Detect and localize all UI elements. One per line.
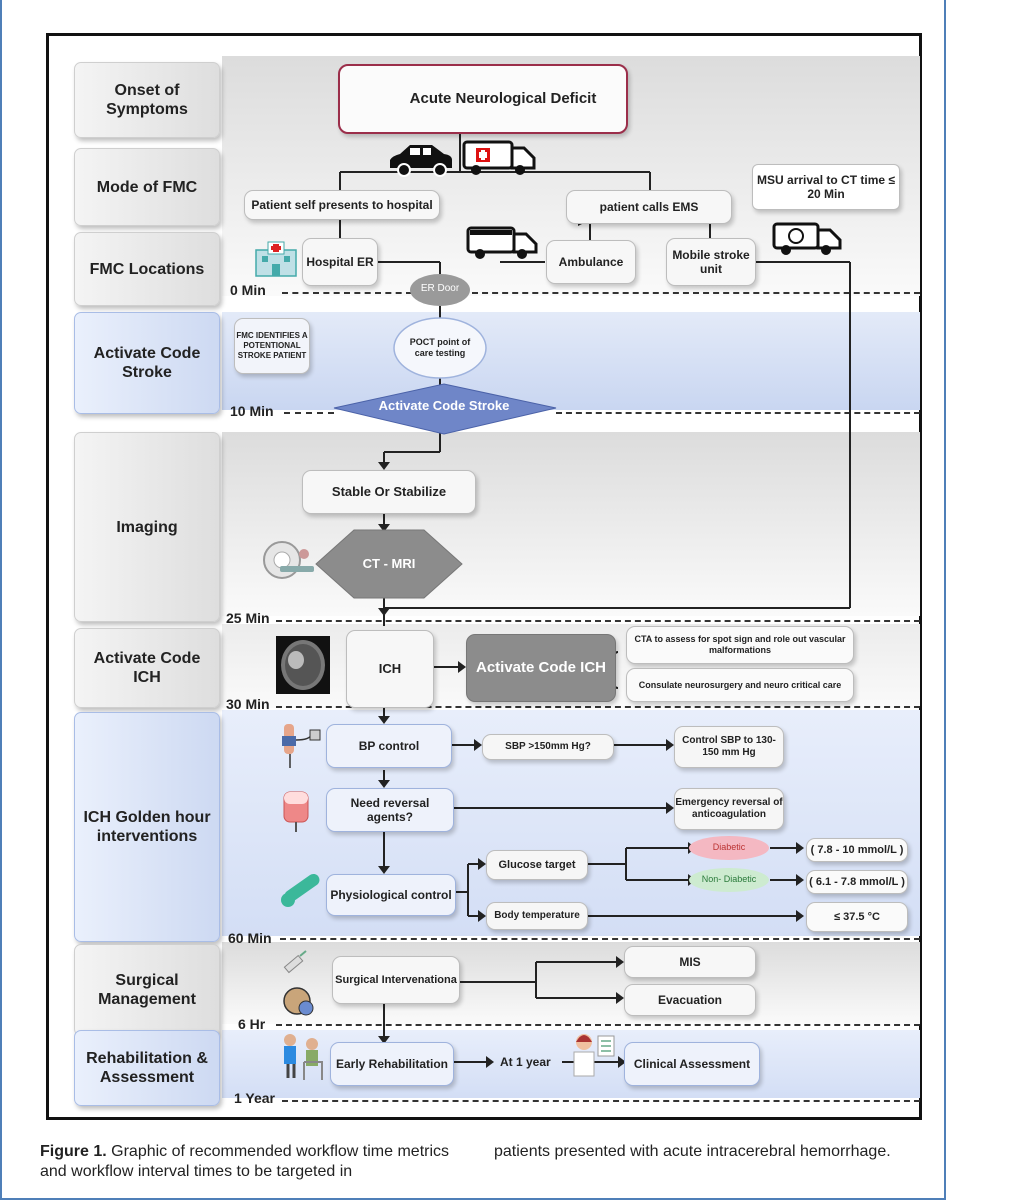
ich-node: ICH (346, 630, 434, 708)
emergency-reversal: Emergency reversal of anticoagulation (674, 788, 784, 830)
ambulance-icon-2 (466, 226, 538, 259)
consult-neurosurgery: Consulate neurosurgery and neuro critica… (626, 668, 854, 702)
at-1-year: At 1 year (500, 1055, 551, 1069)
thermometer-icon (281, 873, 320, 907)
rehabilitation-walker-icon (284, 1034, 323, 1080)
need-reversal-agents: Need reversal agents? (326, 788, 454, 832)
iv-bag-icon (283, 791, 309, 832)
timeline-0b (472, 292, 920, 294)
mobile-stroke-unit: Mobile stroke unit (666, 238, 756, 286)
car-icon (390, 145, 452, 177)
physiological-control: Physiological control (326, 874, 456, 916)
stage-mode-of-fmc: Mode of FMC (74, 148, 220, 226)
figure-label: Figure 1. (40, 1143, 107, 1160)
fmc-identifies: FMC IDENTIFIES A POTENTIONAL STROKE PATI… (234, 318, 310, 374)
ambulance-node: Ambulance (546, 240, 636, 284)
caption-text-right: patients presented with acute intracereb… (494, 1143, 891, 1160)
mobile-stroke-unit-icon (772, 222, 842, 255)
bp-cuff-icon (282, 724, 321, 768)
band-activate-stroke (222, 312, 920, 410)
er-door: ER Door (420, 283, 460, 294)
syringe-icon (283, 950, 307, 974)
figure-caption-left: Figure 1. Graphic of recommended workflo… (40, 1142, 460, 1182)
msu-arrival-note: MSU arrival to CT time ≤ 20 Min (752, 164, 900, 210)
caption-text-left: Graphic of recommended workflow time met… (40, 1143, 450, 1180)
non-diabetic-range: ( 6.1 - 7.8 mmol/L ) (806, 870, 908, 894)
timeline-25 (276, 620, 920, 622)
mis-node: MIS (624, 946, 756, 978)
stage-activate-code-stroke: Activate Code Stroke (74, 312, 220, 414)
bp-control: BP control (326, 724, 452, 768)
cta-assess: CTA to assess for spot sign and role out… (626, 626, 854, 664)
time-25-min: 25 Min (226, 610, 270, 626)
diabetic-range: ( 7.8 - 10 mmol/L ) (806, 838, 908, 862)
stage-golden-hour: ICH Golden hour interventions (74, 712, 220, 942)
activate-code-ich-button: Activate Code ICH (466, 634, 616, 702)
control-sbp: Control SBP to 130-150 mm Hg (674, 726, 784, 768)
stable-or-stabilize: Stable Or Stabilize (302, 470, 476, 514)
time-0-min: 0 Min (230, 282, 266, 298)
timeline-6hr (276, 1024, 920, 1026)
body-temperature: Body temperature (486, 902, 588, 930)
stage-fmc-locations: FMC Locations (74, 232, 220, 306)
brain-ct-scan-icon (276, 636, 330, 694)
band-imaging (222, 432, 920, 616)
surgical-intervention: Surgical Intervenationa (332, 956, 460, 1004)
sbp-question: SBP >150mm Hg? (482, 734, 614, 760)
ct-mri-diamond: CT - MRI (362, 556, 416, 571)
glucose-target: Glucose target (486, 850, 588, 880)
ambulance-icon (462, 140, 536, 175)
temperature-target: ≤ 37.5 °C (806, 902, 908, 932)
doctor-clipboard-icon (573, 1034, 615, 1077)
time-1-year: 1 Year (234, 1090, 276, 1106)
activate-code-stroke-diamond: Activate Code Stroke (378, 398, 510, 413)
timeline-60 (280, 938, 920, 940)
time-6-hr: 6 Hr (238, 1016, 266, 1032)
stage-onset: Onset of Symptoms (74, 62, 220, 138)
page-border (0, 0, 946, 1200)
clinical-assessment: Clinical Assessment (624, 1042, 760, 1086)
time-30-min: 30 Min (226, 696, 270, 712)
evacuation-node: Evacuation (624, 984, 756, 1016)
timeline-10 (284, 412, 334, 414)
patient-self-presents: Patient self presents to hospital (244, 190, 440, 220)
time-10-min: 10 Min (230, 403, 274, 419)
mri-scanner-icon (263, 541, 314, 579)
hospital-er: Hospital ER (302, 238, 378, 286)
time-60-min: 60 Min (228, 930, 272, 946)
timeline-1yr (282, 1100, 920, 1102)
early-rehabilitation: Early Rehabilitation (330, 1042, 454, 1086)
poct-node: POCT point of care testing (409, 337, 471, 358)
patient-calls-ems: patient calls EMS (566, 190, 732, 224)
acute-neurological-deficit: Acute Neurological Deficit (338, 64, 628, 134)
stage-imaging: Imaging (74, 432, 220, 622)
hospital-icon (255, 241, 297, 277)
stage-surgical: Surgical Management (74, 944, 220, 1036)
non-diabetic-label: Non- Diabetic (701, 874, 757, 884)
diabetic-label: Diabetic (712, 842, 746, 852)
timeline-30 (276, 706, 920, 708)
stage-activate-code-ich: Activate Code ICH (74, 628, 220, 708)
stage-rehab: Rehabilitation & Assessment (74, 1030, 220, 1106)
timeline-0 (282, 292, 412, 294)
surgeon-head-icon (283, 987, 314, 1016)
timeline-10b (556, 412, 920, 414)
